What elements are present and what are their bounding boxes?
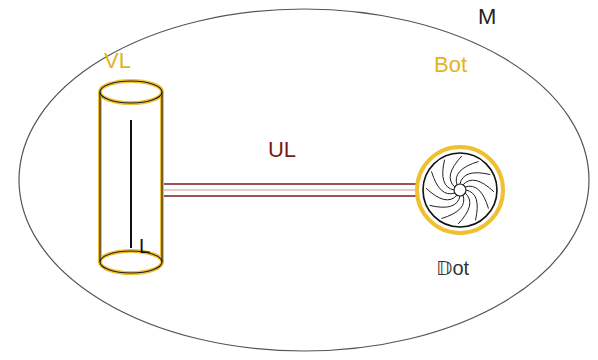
tube-label: UL — [268, 139, 296, 161]
manifold-label: M — [478, 6, 496, 28]
tube-wall — [162, 183, 416, 185]
tube-wall — [162, 195, 416, 197]
disk-hub — [454, 184, 466, 196]
cylinder-label: VL — [104, 50, 131, 72]
ball-ring — [417, 147, 503, 233]
manifold-outline — [19, 9, 589, 351]
link-line — [130, 120, 132, 248]
cylinder-neighbourhood: VLL — [98, 78, 164, 276]
ball-label: Bot — [434, 54, 467, 76]
spiral-pattern — [426, 156, 494, 224]
tube-core — [162, 189, 416, 190]
link-label: L — [139, 236, 150, 256]
disk-label: 𝔻ot — [436, 258, 469, 278]
ellipse-outline — [18, 8, 590, 352]
cylinder-stroke — [100, 81, 162, 273]
cylinder-outline — [98, 78, 164, 276]
circle-outline — [414, 144, 506, 236]
ball-region: Bot — [414, 144, 506, 236]
manifold-region: MVLLBot — [18, 8, 590, 352]
tube-connector — [162, 184, 416, 196]
disk-outline — [423, 153, 497, 227]
cylinder-stroke — [100, 81, 162, 273]
